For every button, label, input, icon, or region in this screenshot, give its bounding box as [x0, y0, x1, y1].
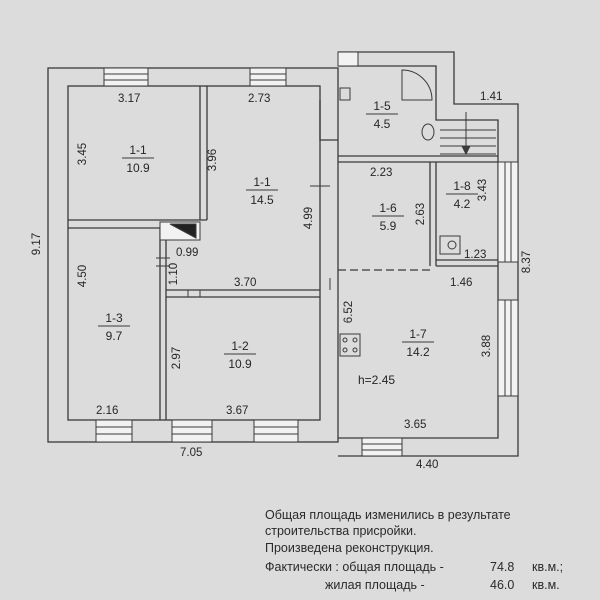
toilet-icon [339, 87, 351, 101]
note-line-5: жилая площадь - 46.0 кв.м. [265, 578, 560, 592]
dimension-d440: 4.40 [416, 459, 438, 471]
room-1-2: 1-2 10.9 [224, 339, 256, 371]
room-id: 1-5 [373, 99, 391, 113]
total-area-unit: кв.м.; [532, 560, 564, 574]
dimension-d365: 3.65 [404, 419, 426, 431]
room-labels: 1-1 10.9 [122, 143, 154, 175]
living-area-unit: кв.м. [532, 578, 560, 592]
windows [95, 51, 519, 457]
dimension-d388: 3.88 [481, 335, 493, 357]
dimension-d273: 2.73 [248, 93, 270, 105]
room-1-8: 1-84.2 [446, 179, 478, 211]
door-swing-icon [401, 69, 433, 101]
note-line-4: Фактически : общая площадь - 74.8 кв.м.; [265, 560, 563, 574]
room-id: 1-8 [453, 179, 471, 193]
dimension-d396: 3.96 [207, 149, 219, 171]
sink-icon [421, 123, 435, 141]
room-1-6: 1-65.9 [372, 201, 404, 233]
dimension-d141: 1.41 [480, 91, 502, 103]
room-area: 14.5 [250, 193, 274, 207]
dimension-d297: 2.97 [171, 347, 183, 369]
note-line-3: Произведена реконструкция. [265, 541, 434, 555]
room-area: 5.9 [380, 219, 397, 233]
room-id: 1-3 [105, 311, 123, 325]
dimension-d123: 1.23 [464, 249, 486, 261]
note-line-1: Общая площадь изменились в результате [265, 508, 511, 522]
total-area-value: 74.8 [490, 560, 515, 574]
cooker-icon [339, 333, 361, 357]
room-id: 1-1 [253, 175, 271, 189]
stairs-icon [440, 112, 496, 156]
room-1-5: 1-54.5 [366, 99, 398, 131]
room-area: 4.2 [454, 197, 471, 211]
walls [47, 51, 519, 457]
fixtures [156, 69, 496, 357]
living-area-label: жилая площадь - [325, 578, 425, 592]
room-area: 4.5 [374, 117, 391, 131]
room-1-3: 1-39.7 [98, 311, 130, 343]
dimension-d370: 3.70 [234, 277, 256, 289]
living-area-value: 46.0 [490, 578, 515, 592]
dimension-labels: 3.17 2.73 1.41 3.45 3.96 4.99 2.23 3.43 2.63 1.23… [31, 91, 533, 471]
room-area: 10.9 [228, 357, 252, 371]
room-id: 1-7 [409, 327, 427, 341]
dimension-d317: 3.17 [118, 93, 140, 105]
dimension-d652: 6.52 [343, 301, 355, 323]
total-area-label: Фактически : общая площадь - [265, 560, 444, 574]
dimension-d146: 1.46 [450, 277, 472, 289]
dimension-d705: 7.05 [180, 447, 202, 459]
room-area: 10.9 [126, 161, 150, 175]
dimension-d263: 2.63 [415, 203, 427, 225]
room-id: 1-2 [231, 339, 249, 353]
dimension-d837: 8.37 [521, 251, 533, 273]
dimension-d367: 3.67 [226, 405, 248, 417]
dimension-d499: 4.99 [303, 207, 315, 229]
dimension-d223: 2.23 [370, 167, 392, 179]
room-1-1: 1-1 14.5 [246, 175, 278, 207]
room-labels-2: 1-114.51-210.91-39.71-54.51-65.91-714.21… [98, 99, 478, 371]
dimension-d099: 0.99 [176, 247, 198, 259]
room-1-7: 1-7 14.2 [402, 327, 434, 359]
dimension-d450: 4.50 [77, 265, 89, 287]
room-area: 14.2 [406, 345, 430, 359]
room-1-4: 1-1 10.9 [122, 143, 154, 175]
room-id: 1-6 [379, 201, 397, 215]
dimension-d216: 2.16 [96, 405, 118, 417]
dimension-d917: 9.17 [31, 233, 43, 255]
dimension-d110: 1.10 [168, 263, 180, 285]
dimension-d345: 3.45 [77, 143, 89, 165]
note-line-2: строительства присройки. [265, 524, 417, 538]
room-id: 1-1 [129, 143, 147, 157]
dimension-d343: 3.43 [477, 179, 489, 201]
room-area: 9.7 [106, 329, 123, 343]
ceiling-height: h=2.45 [358, 373, 395, 387]
washbasin-icon [439, 235, 461, 255]
